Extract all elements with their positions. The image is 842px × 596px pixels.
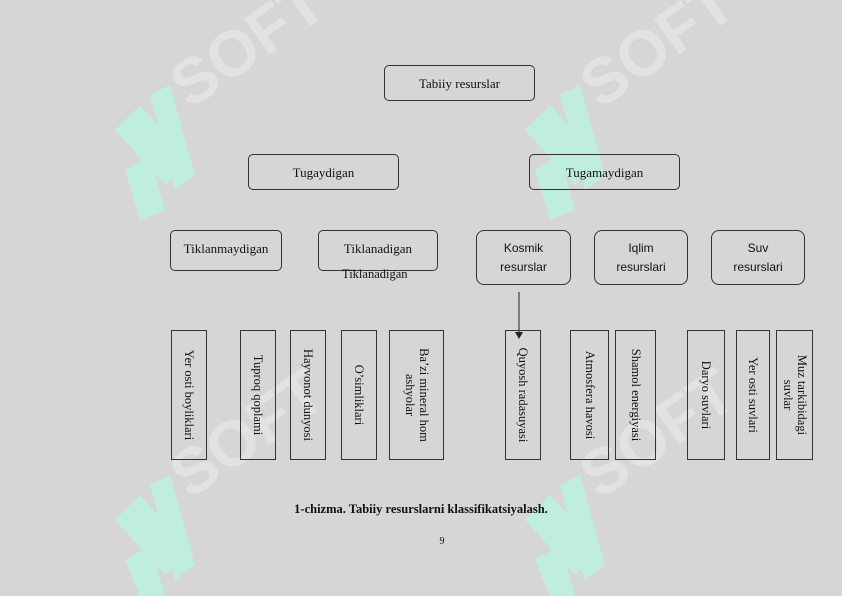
leaf-label: Ba’zi mineral hom ashyolar	[402, 348, 431, 442]
node-kosmik-resurslar-label: Kosmik resurslar	[500, 240, 547, 274]
node-suv-resurslari: Suv resurslari	[711, 230, 805, 285]
leaf-atmosfera-havosi: Atmosfera havosi	[570, 330, 609, 460]
leaf-mineral-hom-ashyolar: Ba’zi mineral hom ashyolar	[389, 330, 444, 460]
svg-text:SOFT: SOFT	[567, 0, 748, 121]
leaf-tuproq-qoplami: Tuproq qoplami	[240, 330, 276, 460]
node-tabiiy-resurslar: Tabiiy resurslar	[384, 65, 535, 101]
node-tugaydigan: Tugaydigan	[248, 154, 399, 190]
node-tiklanmaydigan: Tiklanmaydigan	[170, 230, 282, 271]
node-tiklanadigan: Tiklanadigan	[318, 230, 438, 271]
watermark-top-left	[115, 85, 195, 220]
leaf-daryo-suvlari: Daryo suvlari	[687, 330, 725, 460]
leaf-yer-osti-suvlari: Yer osti suvlari	[736, 330, 770, 460]
leaf-label: Hayvonot dunyosi	[301, 348, 315, 441]
leaf-label: Daryo suvlari	[699, 360, 713, 430]
figure-caption: 1-chizma. Tabiiy resurslarni klassifikat…	[294, 502, 548, 516]
leaf-quyosh-radasuyasi: Quyosh radasuyasi	[505, 330, 541, 460]
leaf-label: Quyosh radasuyasi	[516, 347, 530, 443]
node-iqlim-resurslari: Iqlim resurslari	[594, 230, 688, 285]
node-iqlim-resurslari-label: Iqlim resurslari	[616, 240, 666, 274]
node-suv-resurslari-label: Suv resurslari	[733, 240, 783, 274]
leaf-label: Tuproq qoplami	[251, 354, 265, 436]
page-number: 9	[439, 536, 445, 547]
leaf-label: Shamol energiyasi	[628, 348, 643, 442]
svg-text:SOFT: SOFT	[157, 0, 338, 121]
watermark-top-right	[525, 85, 605, 220]
leaf-label: Muz tarkibidagi suvlar	[780, 354, 809, 436]
node-kosmik-resurslar: Kosmik resurslar	[476, 230, 571, 285]
leaf-label: Yer osti suvlari	[746, 357, 760, 433]
leaf-muz-tarkibidagi-suvlar: Muz tarkibidagi suvlar	[776, 330, 813, 460]
node-tiklanadigan-overflow-text: Tiklanadigan	[342, 267, 408, 281]
leaf-hayvonot-dunyosi: Hayvonot dunyosi	[290, 330, 326, 460]
leaf-label: O’simliklari	[352, 364, 366, 426]
leaf-yer-osti-boyliklari: Yer osti boyliklari	[171, 330, 207, 460]
leaf-osimliklari: O’simliklari	[341, 330, 377, 460]
leaf-label: Atmosfera havosi	[582, 350, 597, 440]
leaf-label: Yer osti boyliklari	[182, 349, 196, 441]
leaf-shamol-energiyasi: Shamol energiyasi	[615, 330, 656, 460]
node-tugamaydigan: Tugamaydigan	[529, 154, 680, 190]
